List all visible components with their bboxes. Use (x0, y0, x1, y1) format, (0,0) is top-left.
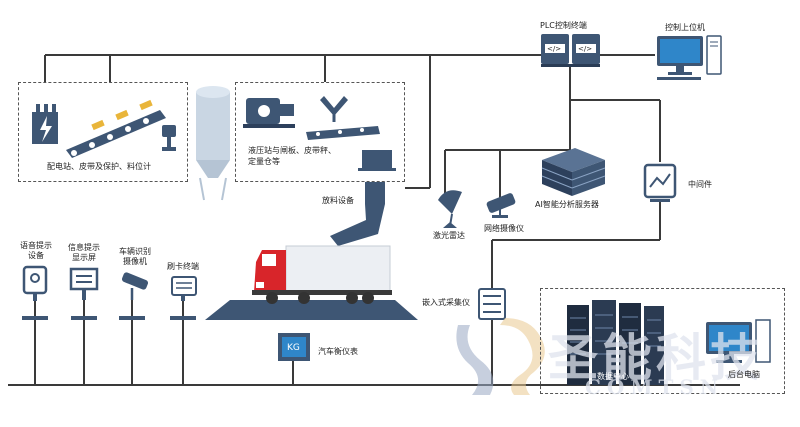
right-equipment-box (235, 82, 405, 182)
level-meter-icon (162, 125, 176, 151)
datacenter-box (540, 288, 785, 394)
power-station-icon (32, 104, 58, 144)
upper-pc-label: 控制上位机 (665, 23, 705, 32)
plc-port-left: </> (547, 45, 562, 53)
plc-terminal (541, 34, 600, 67)
vehicle-camera-label: 车辆识别 摄像机 (119, 247, 151, 266)
watermark-logo-s (456, 318, 545, 395)
watermark-text: 圣能科技 (548, 328, 764, 387)
network-camera-device (486, 193, 516, 218)
truck (252, 245, 392, 304)
device-pole-bars (22, 316, 196, 320)
datacenter-servers (567, 300, 664, 385)
info-display-screen (69, 267, 99, 300)
ai-server (541, 148, 606, 196)
left-equipment-box (18, 82, 188, 182)
upper-pc (657, 35, 722, 80)
vehicle-camera (121, 272, 149, 300)
backend-pc-label: 后台电脑 (728, 370, 760, 379)
voice-device-label: 语音提示 设备 (20, 241, 52, 260)
discharge-device (330, 182, 385, 246)
network-camera-label: 网络摄像仪 (484, 224, 524, 233)
laser-radar (438, 190, 462, 228)
embedded-collector-label: 嵌入式采集仪 (422, 298, 470, 307)
plc-port-right: </> (578, 45, 593, 53)
watermark-sub: COMTSN (585, 375, 725, 399)
plc-label: PLC控制终端 (540, 21, 587, 30)
middleware-label: 中间件 (688, 180, 712, 189)
weighbridge (205, 300, 418, 320)
right-box-label-2: 定量仓等 (248, 157, 280, 166)
radar-label: 激光雷达 (433, 231, 465, 240)
backend-pc (706, 319, 771, 363)
conveyor-belt-icon (66, 99, 166, 158)
quantitative-bin-icon (358, 150, 396, 171)
truck-scale-meter-label: 汽车衡仪表 (318, 347, 358, 356)
right-box-label-1: 液压站与闸板、皮带秤、 (248, 146, 336, 155)
display-screen-label: 信息提示 显示屏 (68, 243, 100, 262)
card-terminal-label: 刷卡终端 (167, 262, 199, 271)
voice-prompt-device (22, 265, 48, 301)
embedded-collector (478, 288, 506, 320)
hydraulic-station-icon (243, 98, 295, 128)
truck-scale-meter-screen: KG (287, 343, 300, 353)
silo (196, 86, 230, 201)
left-box-label: 配电站、皮带及保护、料位计 (47, 162, 151, 171)
discharge-label: 放料设备 (322, 196, 354, 205)
belt-scale-icon (306, 96, 380, 140)
datacenter-label: 数据中心 (597, 372, 629, 381)
middleware (643, 163, 677, 202)
ai-server-label: AI智能分析服务器 (535, 200, 599, 209)
truck-scale-meter (278, 333, 310, 361)
card-terminal (171, 276, 197, 301)
